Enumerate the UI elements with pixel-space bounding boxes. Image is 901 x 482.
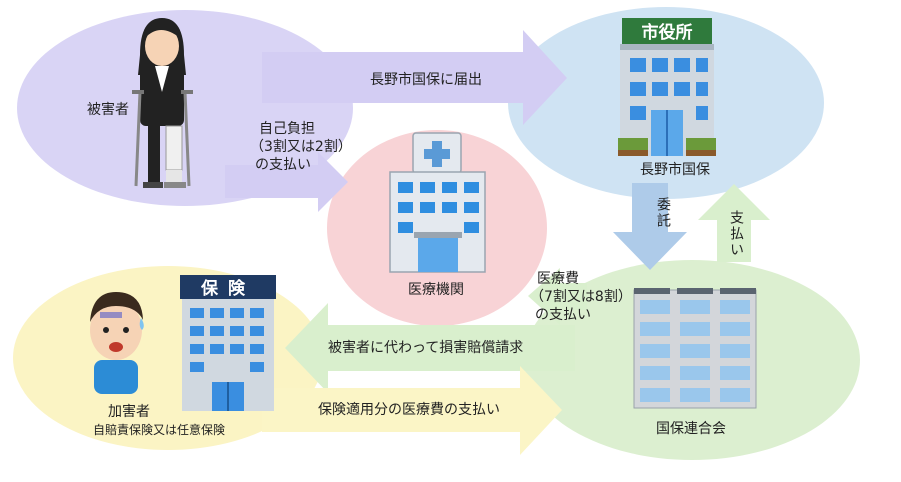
claim-arrow bbox=[285, 303, 575, 393]
federation-building-icon bbox=[633, 288, 757, 409]
hospital-icon bbox=[389, 132, 486, 273]
claim-arrow-label: 被害者に代わって損害賠償請求 bbox=[328, 340, 524, 356]
copay-label-line2: （3割又は2割） bbox=[250, 139, 352, 155]
federation-label: 国保連合会 bbox=[656, 421, 726, 437]
medical-label-line3: の支払い bbox=[535, 307, 591, 323]
perpetrator-icon bbox=[90, 292, 144, 394]
medical-label-line1: 医療費 bbox=[537, 271, 579, 287]
perpetrator-label: 加害者 bbox=[108, 404, 150, 420]
insured-arrow bbox=[262, 366, 562, 455]
report-arrow-label: 長野市国保に届出 bbox=[370, 72, 482, 88]
victim-label: 被害者 bbox=[87, 102, 129, 118]
insured-arrow-label: 保険適用分の医療費の支払い bbox=[318, 402, 500, 418]
insurance-sign: 保険 bbox=[200, 278, 255, 299]
city-hall-icon bbox=[618, 18, 716, 156]
copay-label-line3: の支払い bbox=[255, 157, 311, 173]
insurance-building-icon bbox=[180, 275, 276, 411]
insurer-sublabel: 自賠責保険又は任意保険 bbox=[93, 423, 226, 437]
copay-arrow bbox=[225, 152, 348, 212]
entrust-arrow bbox=[613, 183, 687, 270]
copay-label-line1: 自己負担 bbox=[259, 121, 315, 137]
medical-label-line2: （7割又は8割） bbox=[530, 289, 632, 305]
pay-arrow-label: 支払い bbox=[728, 210, 744, 258]
entrust-arrow-label: 委託 bbox=[655, 197, 671, 229]
report-arrow bbox=[262, 30, 567, 125]
medical-arrow bbox=[528, 268, 587, 325]
city-hall-sign: 市役所 bbox=[642, 22, 693, 43]
city-label: 長野市国保 bbox=[640, 162, 710, 178]
injured-person-icon bbox=[132, 18, 193, 188]
pay-arrow bbox=[698, 184, 770, 262]
hospital-label: 医療機関 bbox=[408, 282, 464, 298]
